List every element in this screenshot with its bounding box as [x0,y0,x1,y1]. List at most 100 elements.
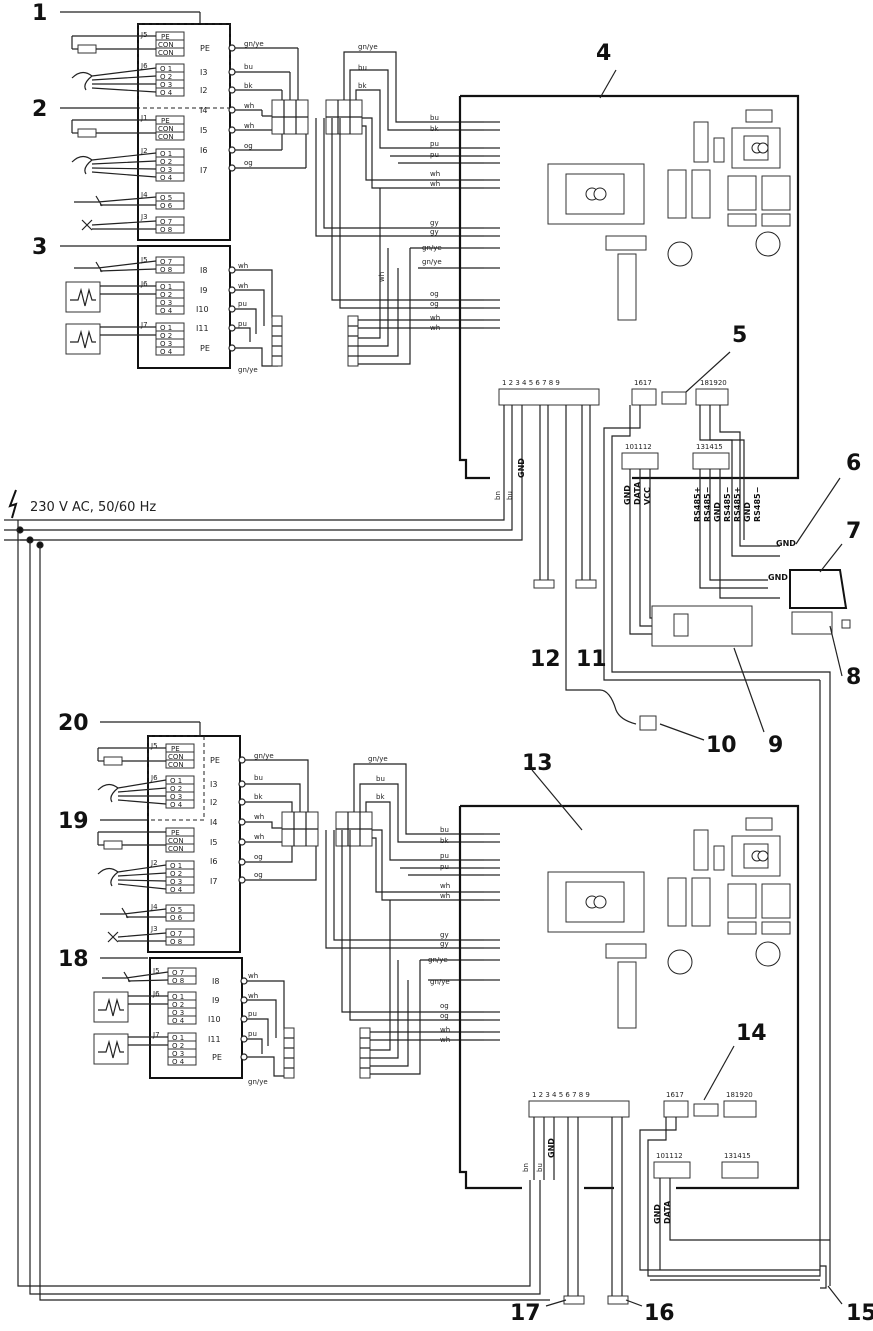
terminal-strip-main-top: 1 2 3 4 5 6 7 8 9 [498,379,600,406]
svg-text:I10: I10 [196,305,209,314]
svg-text:bu: bu [440,826,449,834]
svg-text:bk: bk [358,82,367,90]
wire-colors-lower-bottom: wh wh pu pu gn/ye [248,972,268,1086]
svg-text:O 1: O 1 [172,1034,184,1042]
svg-text:O 6: O 6 [170,914,183,922]
lightning-icon [8,489,18,519]
svg-text:PE: PE [200,44,210,53]
svg-text:O 6: O 6 [160,202,173,210]
svg-text:PE: PE [210,756,220,765]
supply-label: 230 V AC, 50/60 Hz [30,500,156,515]
svg-text:RS485−: RS485− [753,487,762,522]
svg-text:I8: I8 [200,266,207,275]
svg-text:O 1: O 1 [160,324,172,332]
svg-text:wh: wh [238,282,248,290]
svg-text:wh: wh [254,833,264,841]
svg-text:9: 9 [768,733,783,758]
svg-text:bk: bk [254,793,263,801]
svg-text:3: 3 [32,235,47,260]
svg-text:O 4: O 4 [160,174,173,182]
svg-text:O 2: O 2 [170,870,182,878]
svg-text:CON: CON [168,753,184,761]
svg-text:GND: GND [713,502,722,522]
wire-colors-lower-top: wh wh pu pu gn/ye [238,262,258,374]
svg-text:12: 12 [530,647,561,672]
svg-text:RS485+: RS485+ [733,487,742,522]
svg-text:PE: PE [200,344,210,353]
svg-text:bu: bu [376,775,385,783]
svg-text:5: 5 [732,323,747,348]
fan-icon [71,152,157,178]
svg-text:pu: pu [238,320,247,328]
svg-text:og: og [440,1002,449,1010]
svg-text:J6: J6 [150,774,158,782]
svg-text:O 2: O 2 [170,785,182,793]
svg-text:O 3: O 3 [160,340,172,348]
svg-text:20: 20 [58,711,89,736]
svg-text:O 4: O 4 [160,307,173,315]
svg-text:O 1: O 1 [170,862,182,870]
resistor-icon [77,128,97,138]
svg-text:og: og [254,871,263,879]
svg-text:gn/ye: gn/ye [422,258,442,266]
svg-text:GND: GND [776,539,796,548]
svg-text:wh: wh [244,122,254,130]
svg-text:I2: I2 [210,798,217,807]
svg-text:O 8: O 8 [160,266,172,274]
svg-text:O 3: O 3 [160,81,172,89]
svg-text:16: 16 [644,1301,675,1326]
svg-text:1617: 1617 [634,379,652,387]
svg-text:I2: I2 [200,86,207,95]
interface-board [651,605,753,647]
svg-text:CON: CON [158,125,174,133]
svg-text:J7: J7 [140,321,148,329]
board-wire-labels-bottom: bu bk pu pu wh wh gy gy gn/ye gn/ye og o… [428,826,450,1044]
svg-text:I8: I8 [212,977,219,986]
temperature-sensor [639,715,657,731]
pcb-outline-top [458,94,800,480]
svg-text:DATA: DATA [663,1200,672,1224]
svg-text:PE: PE [161,117,170,125]
svg-text:bu: bu [536,1163,544,1172]
svg-text:O 1: O 1 [170,777,182,785]
svg-text:pu: pu [430,140,439,148]
svg-text:O 3: O 3 [170,878,182,886]
svg-text:I5: I5 [200,126,207,135]
svg-text:18: 18 [58,947,89,972]
room-controller [789,569,848,609]
svg-text:PE: PE [161,33,170,41]
svg-text:J6: J6 [140,62,148,70]
svg-text:bk: bk [440,837,449,845]
svg-text:I9: I9 [212,996,219,1005]
svg-text:O 7: O 7 [170,930,182,938]
svg-text:1 2 3 4 5 6 7 8 9: 1 2 3 4 5 6 7 8 9 [532,1091,590,1099]
svg-text:gn/ye: gn/ye [422,244,442,252]
svg-text:wh: wh [238,262,248,270]
svg-text:O 8: O 8 [172,977,184,985]
ignition-icon [74,195,157,207]
input-labels-lower-top: I8 I9 I10 I11 PE [196,266,210,353]
svg-text:bn: bn [494,491,502,500]
svg-text:10: 10 [706,733,737,758]
svg-text:I9: I9 [200,286,207,295]
svg-text:17: 17 [510,1301,541,1326]
svg-text:19: 19 [58,809,89,834]
svg-text:GND: GND [653,1204,662,1224]
fan-icon [71,67,157,93]
svg-text:O 1: O 1 [172,993,184,1001]
svg-text:7: 7 [846,519,861,544]
svg-text:bu: bu [358,64,367,72]
svg-text:J5: J5 [140,256,148,264]
svg-text:O 8: O 8 [160,226,172,234]
svg-text:gn/ye: gn/ye [238,366,258,374]
svg-text:J4: J4 [140,191,148,199]
svg-text:wh: wh [440,892,450,900]
svg-text:PE: PE [212,1053,222,1062]
svg-text:pu: pu [440,852,449,860]
svg-text:O 3: O 3 [160,299,172,307]
svg-text:O 3: O 3 [160,166,172,174]
svg-text:O 2: O 2 [160,158,172,166]
svg-text:O 4: O 4 [170,801,183,809]
svg-text:og: og [430,300,439,308]
